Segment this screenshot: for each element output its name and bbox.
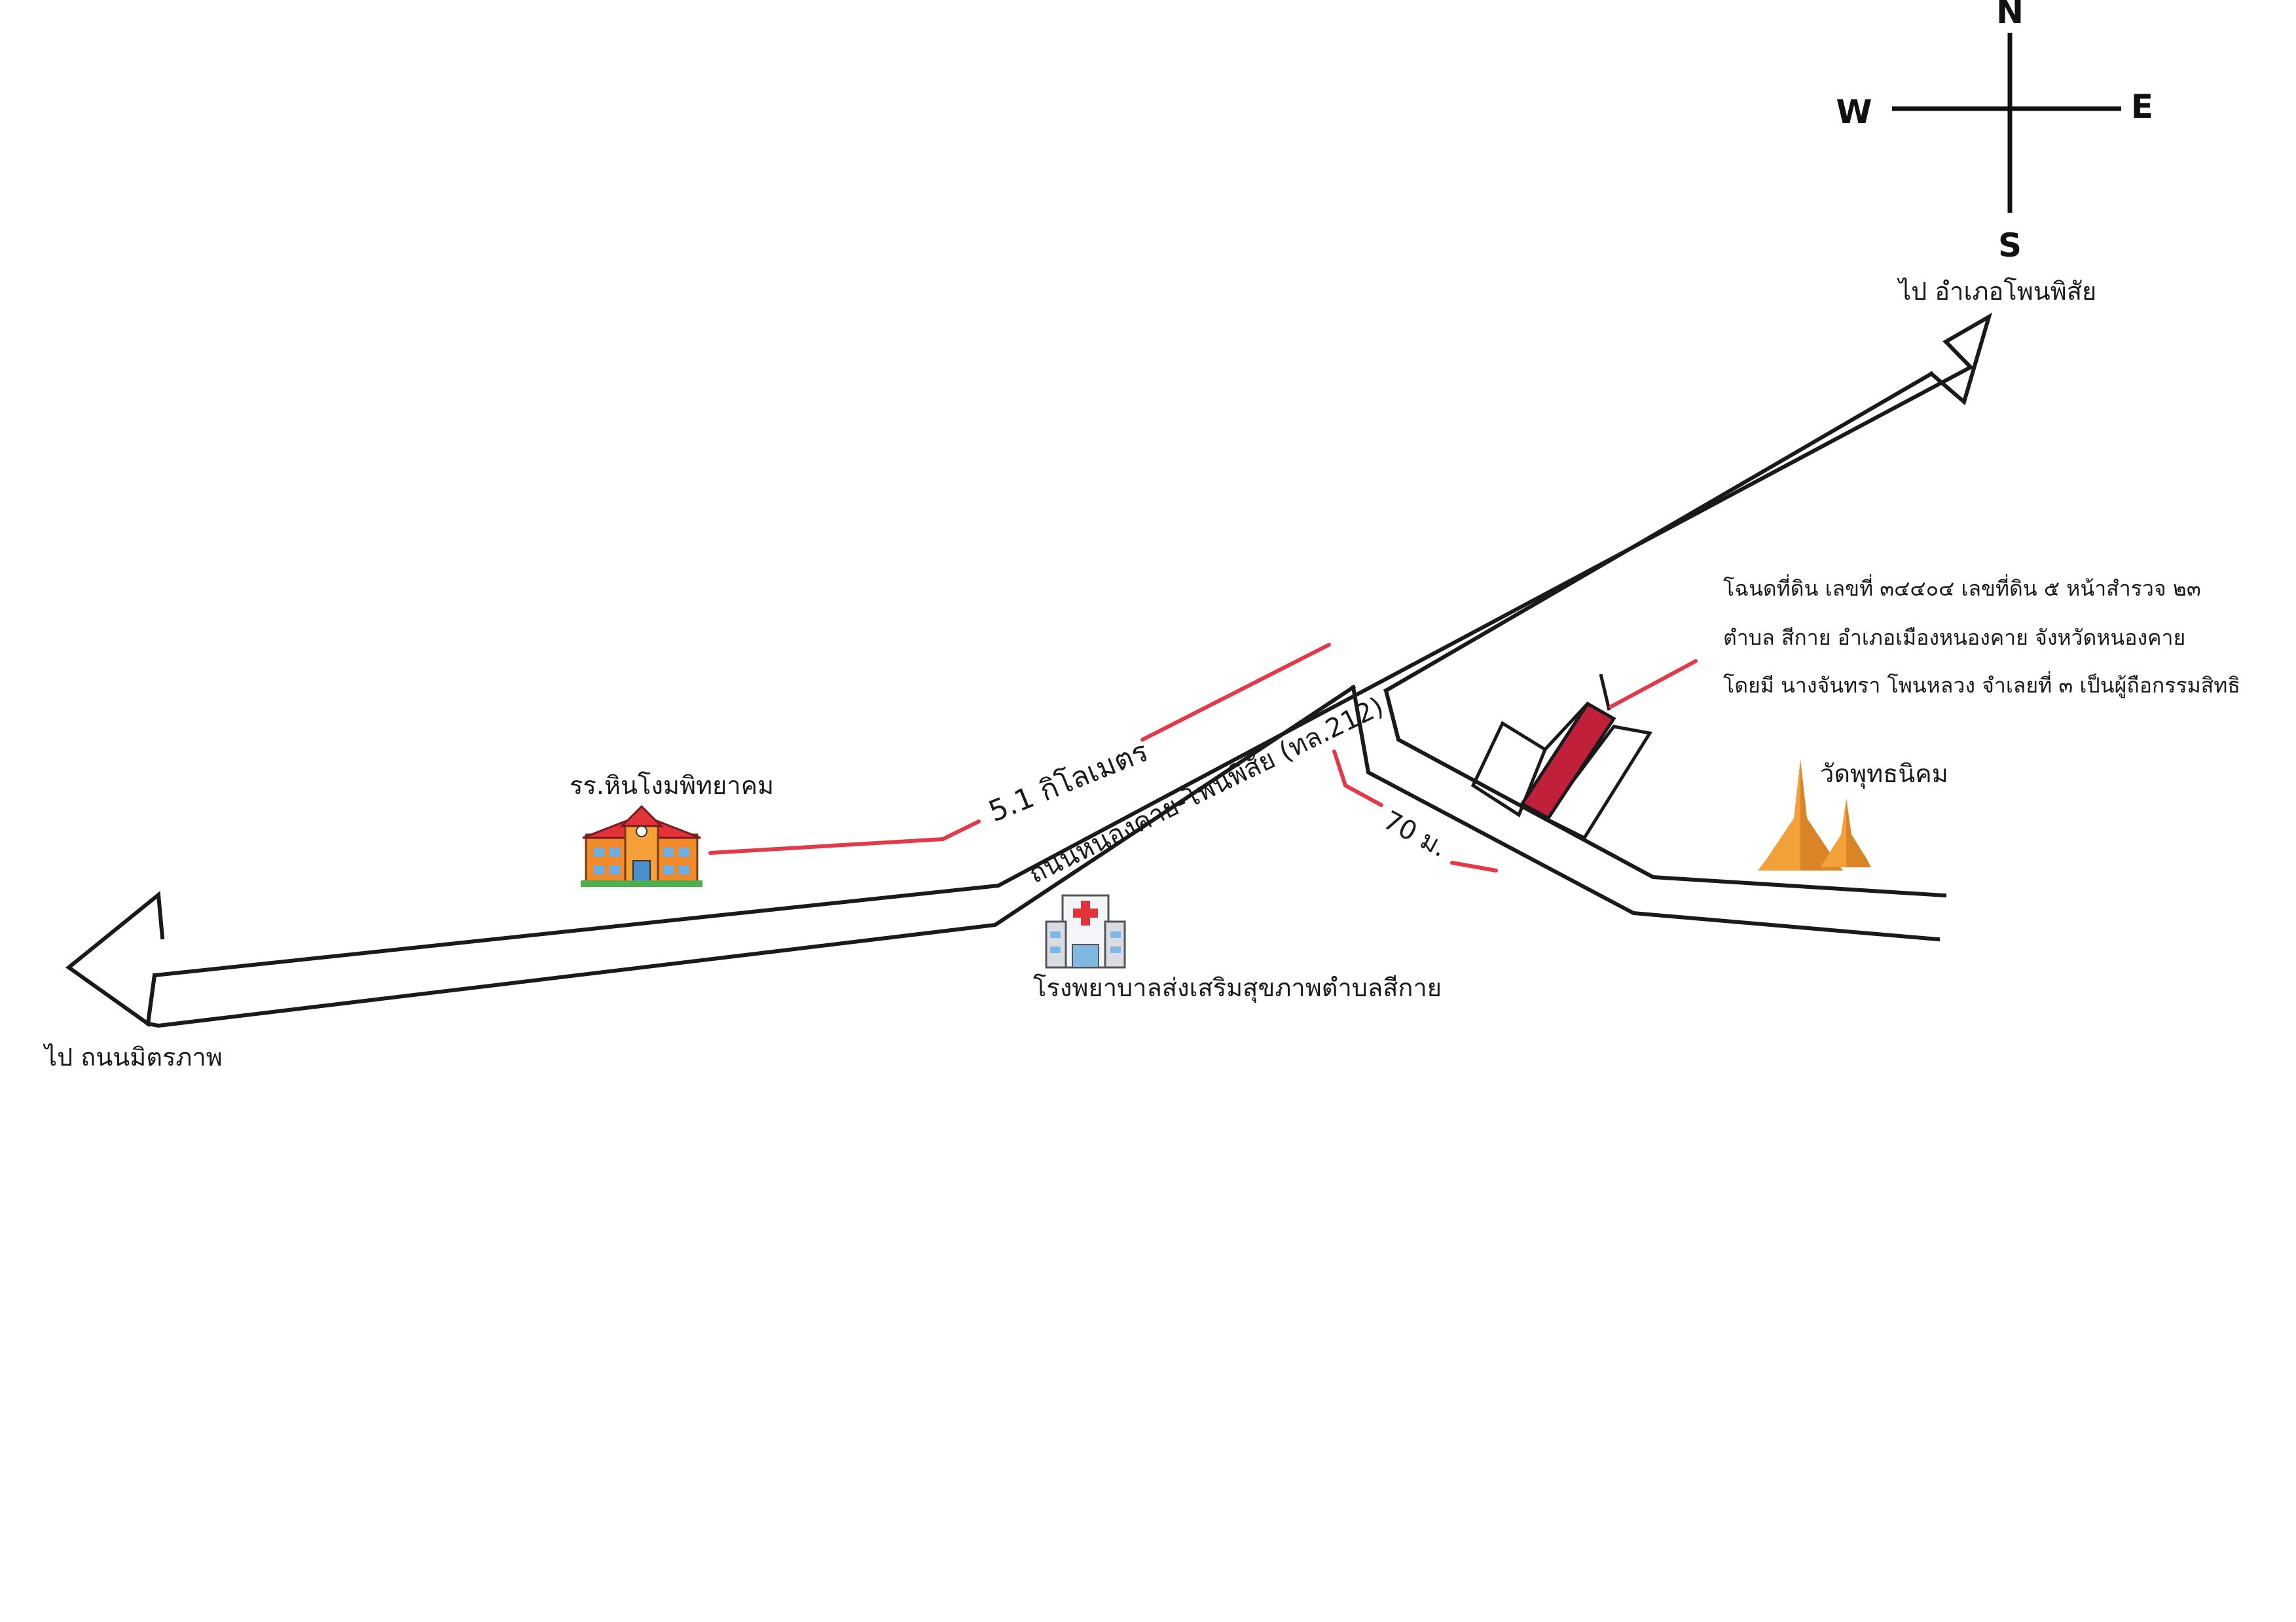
side-road-lower-edge — [1351, 685, 1941, 942]
leader-distance-main-lower — [708, 820, 981, 855]
leader-distance-side-upper — [1332, 749, 1383, 807]
compass-west: W — [1836, 93, 1872, 131]
side-road-upper-edge — [1383, 688, 1947, 898]
temple-label: วัดพุทธนิคม — [1820, 759, 1948, 789]
side-road — [1351, 685, 1947, 942]
main-road-lower-edge-east — [1383, 370, 1935, 694]
distance-side-label: 70 ม. — [1378, 805, 1451, 863]
parcel-info-line-1: โฉนดที่ดิน เลขที่ ๓๔๔๐๔ เลขที่ดิน ๕ หน้า… — [1723, 574, 2201, 601]
hospital-label: โรงพยาบาลส่งเสริมสุขภาพตำบลสีกาย — [1033, 973, 1442, 1003]
school-label: รร.หินโงมพิทยาคม — [570, 771, 774, 800]
leader-distance-main-upper — [1140, 643, 1331, 742]
leader-parcel — [1609, 659, 1698, 709]
parcel-subject-plot — [1520, 701, 1616, 821]
parcel-info-line-2: ตำบล สีกาย อำเภอเมืองหนองคาย จังหวัดหนอง… — [1723, 625, 2185, 650]
hospital-icon — [1045, 894, 1126, 969]
main-road — [65, 312, 1992, 1028]
parcel-plot-left — [1470, 721, 1548, 818]
destination-northeast-label: ไป อำเภอโพนพิสัย — [1897, 277, 2096, 306]
temple-pagoda-icon — [1758, 759, 1871, 871]
compass-rose-icon: N S E W — [1836, 0, 2153, 264]
destination-west-label: ไป ถนนมิตรภาพ — [43, 1043, 223, 1072]
school-building-icon — [581, 804, 702, 887]
land-parcel — [1470, 674, 1653, 840]
compass-east: E — [2131, 88, 2153, 126]
leader-distance-side-lower — [1450, 861, 1498, 873]
parcel-info-line-3: โดยมี นางจันทรา โพนหลวง จำเลยที่ ๓ เป็นผ… — [1723, 671, 2240, 698]
compass-south: S — [1998, 226, 2022, 264]
compass-north: N — [1996, 0, 2024, 31]
main-road-upper-edge — [65, 312, 1992, 1028]
main-road-lower-edge-west — [145, 684, 1357, 1028]
